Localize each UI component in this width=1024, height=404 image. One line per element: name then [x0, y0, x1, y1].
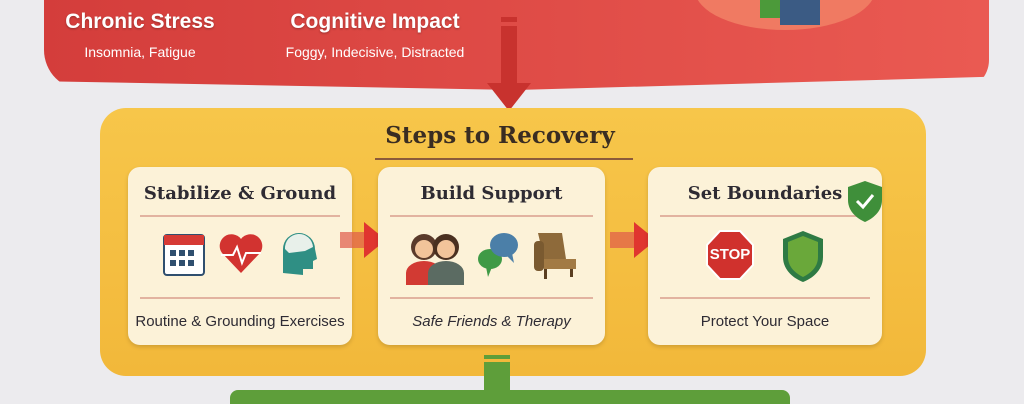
calendar-icon — [163, 234, 205, 276]
chat-bubbles-icon — [477, 233, 518, 277]
chronic-stress-title: Chronic Stress — [65, 10, 215, 33]
heartbeat-icon — [219, 234, 263, 273]
step-title: Stabilize & Ground — [143, 183, 337, 204]
right-arrow-icon — [340, 222, 386, 258]
illustration-icon — [697, 0, 873, 30]
divider — [660, 215, 870, 217]
cognitive-impact-title: Cognitive Impact — [290, 10, 460, 33]
step-caption: Protect Your Space — [700, 313, 830, 330]
step-card-boundaries: Set Boundaries STOP Protect Your Space — [648, 167, 882, 345]
divider — [390, 215, 593, 217]
step-title: Build Support — [420, 183, 563, 204]
people-icon — [405, 234, 464, 285]
head-icon — [283, 233, 317, 275]
recovery-title: Steps to Recovery — [385, 122, 615, 149]
next-panel-green — [230, 390, 790, 404]
step-caption: Routine & Grounding Exercises — [135, 313, 345, 330]
stop-sign-icon: STOP — [705, 229, 755, 281]
divider — [140, 215, 340, 217]
couch-icon — [533, 233, 576, 279]
stop-label: STOP — [709, 246, 751, 263]
step-card-stabilize: Stabilize & Ground Routine & Grounding E… — [128, 167, 352, 345]
cognitive-impact-subtitle: Foggy, Indecisive, Distracted — [285, 44, 465, 60]
right-arrow-icon — [610, 222, 656, 258]
step-title: Set Boundaries — [687, 183, 843, 204]
divider — [660, 297, 870, 299]
divider — [390, 297, 593, 299]
title-underline — [375, 158, 633, 160]
step-card-support: Build Support Safe Friends & Therapy — [378, 167, 605, 345]
chronic-stress-subtitle: Insomnia, Fatigue — [84, 44, 196, 60]
down-arrow-red-icon — [487, 17, 531, 111]
shield-check-icon — [848, 181, 882, 222]
divider — [140, 297, 340, 299]
step-caption: Safe Friends & Therapy — [412, 313, 571, 330]
shield-icon — [783, 231, 823, 282]
